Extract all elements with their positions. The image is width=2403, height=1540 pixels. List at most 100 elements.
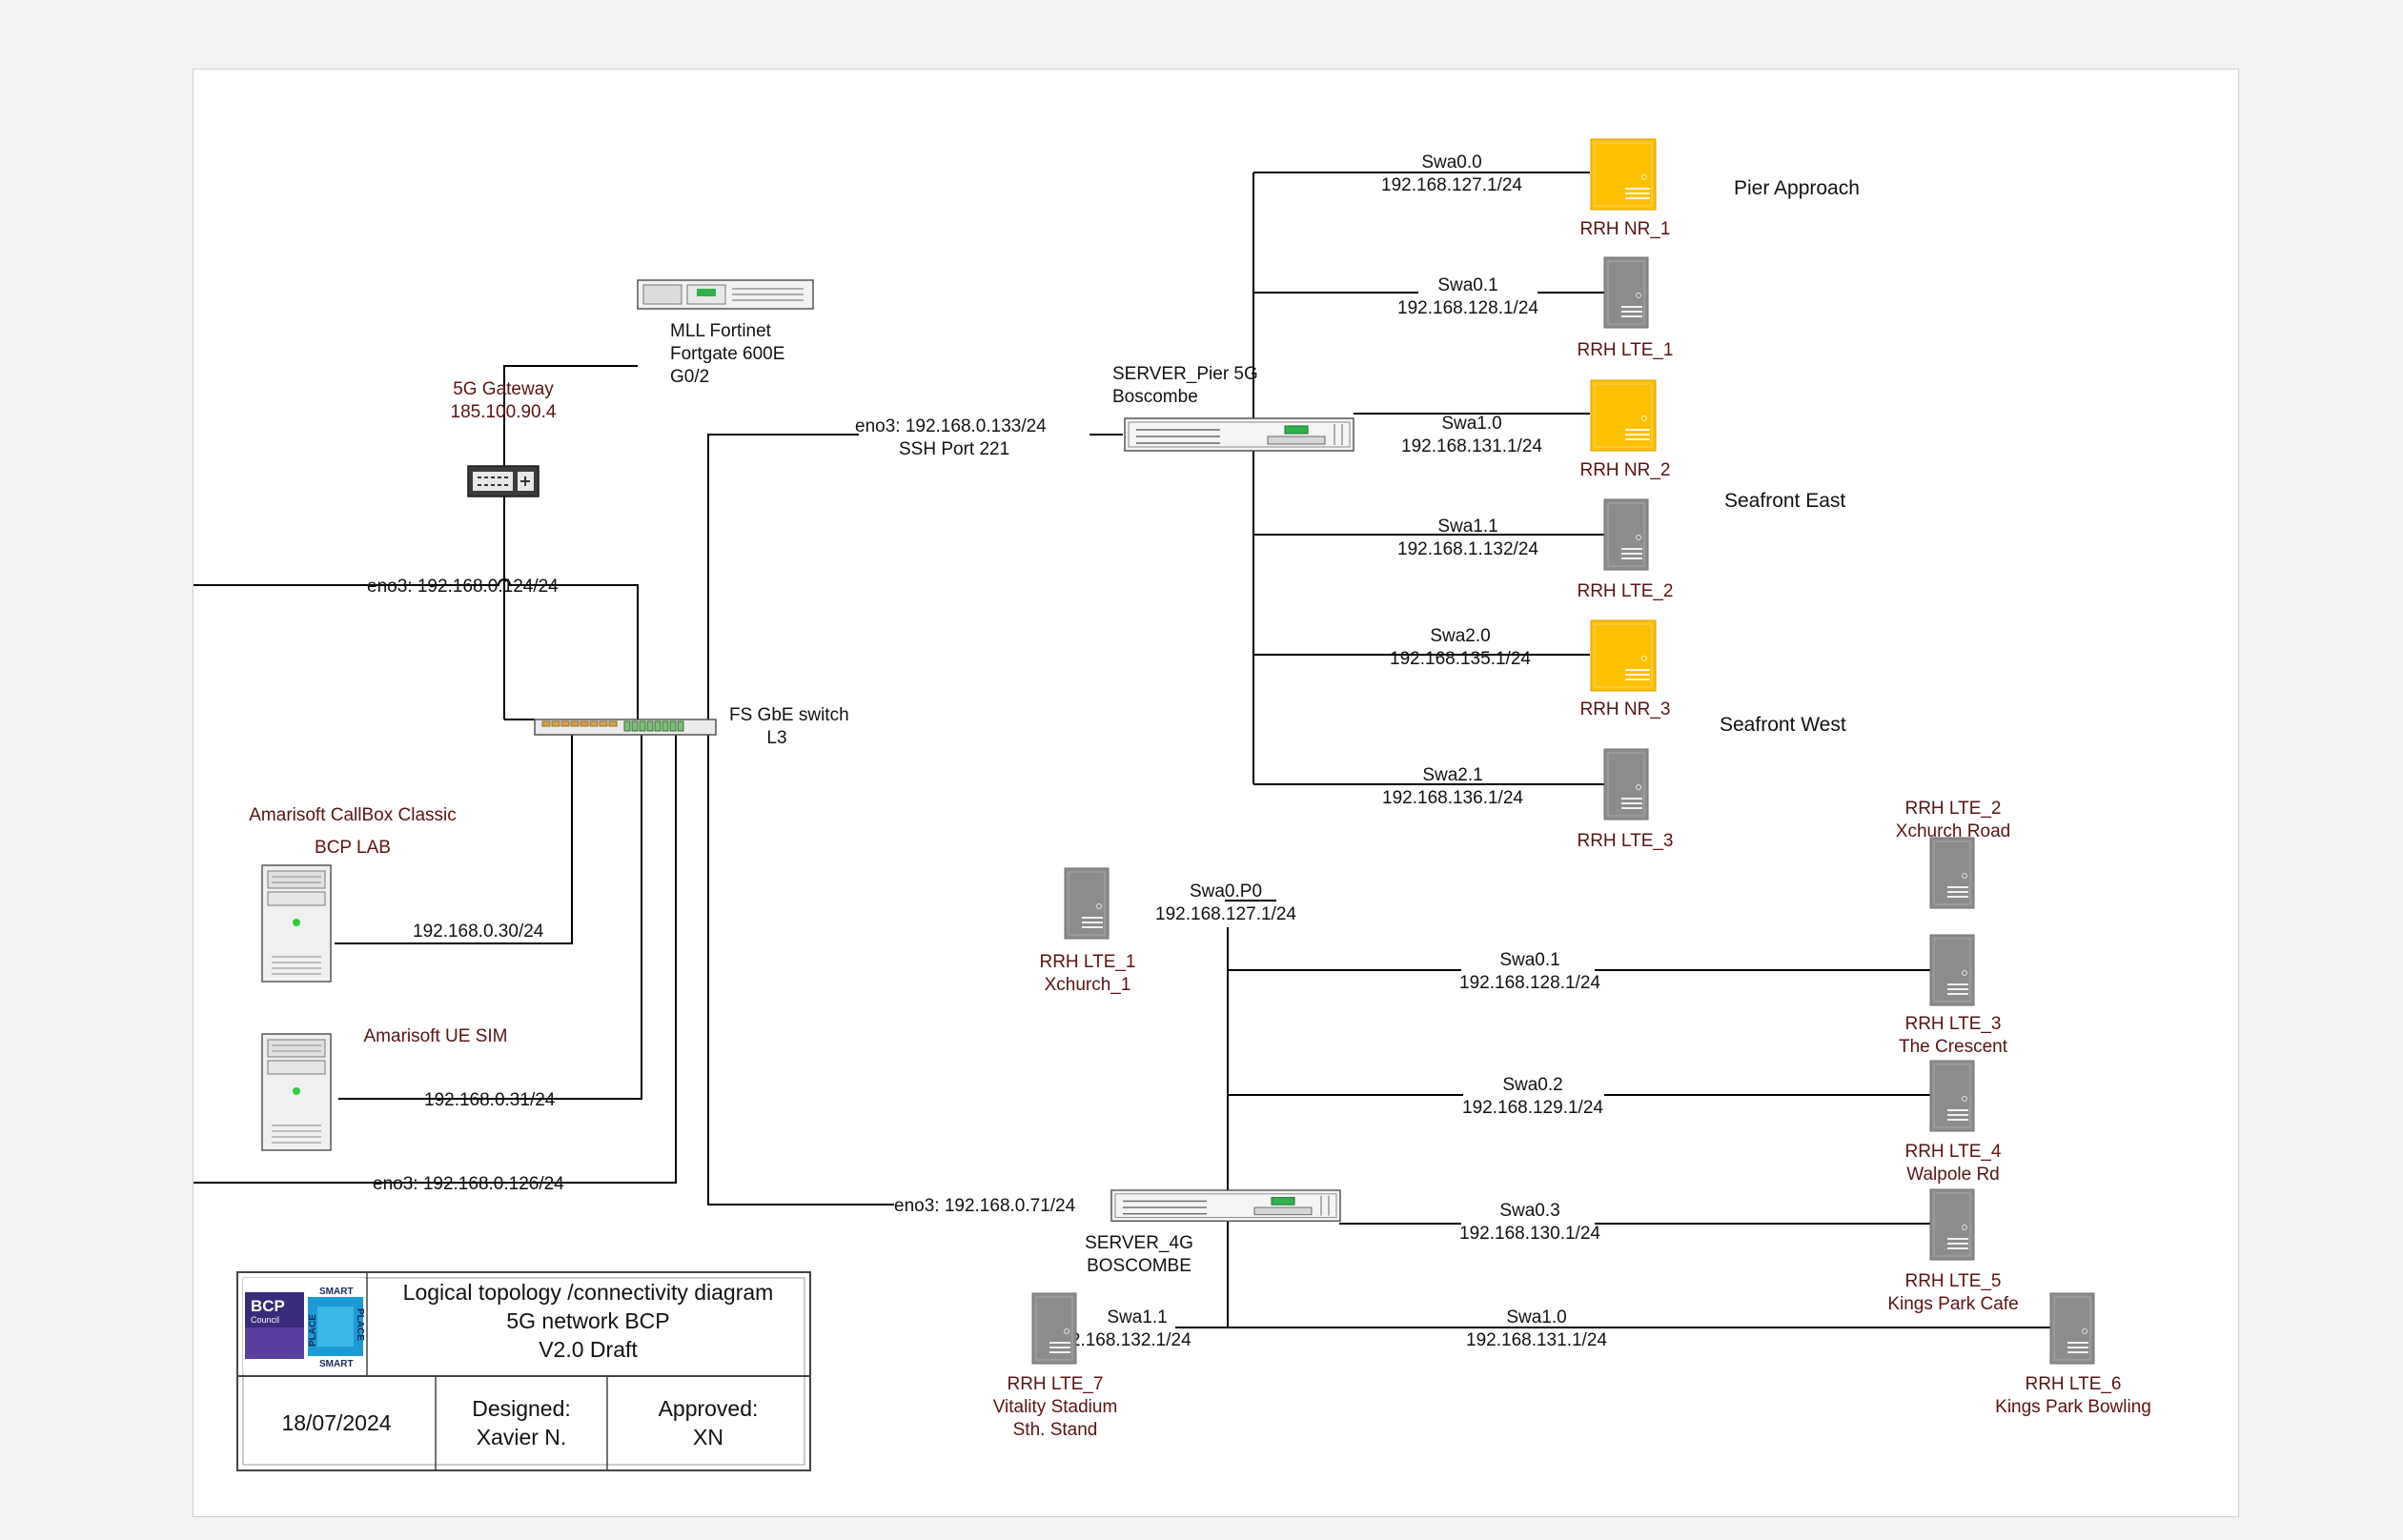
title-line-3: V2.0 Draft: [539, 1337, 638, 1362]
link-eno3-133: eno3: 192.168.0.133/24: [855, 416, 1047, 436]
rrh-vitality-label: Vitality Stadium: [993, 1397, 1118, 1417]
link-eno3-126: eno3: 192.168.0.126/24: [373, 1174, 564, 1194]
rrh-lte-icon: [1603, 498, 1649, 571]
approved-by: XN: [693, 1425, 723, 1449]
branch-5g-5: Swa2.1 192.168.136.1/24 RRH LTE_3: [1382, 748, 1674, 851]
rrh-lte1-label: RRH LTE_1: [1039, 952, 1135, 972]
switch-label-2: L3: [766, 728, 786, 748]
title-block: BCP Council SMART SMART PLACE PLACE Logi…: [236, 1271, 811, 1471]
rrh-kings-cafe-label: Kings Park Cafe: [1887, 1294, 2018, 1314]
designed-by: Xavier N.: [477, 1425, 567, 1449]
callbox-ip: 192.168.0.30/24: [413, 922, 544, 942]
iface-label: Swa2.1: [1422, 765, 1482, 785]
rrh-nr-icon: [1590, 138, 1657, 211]
branch-5g-3: Swa1.1 192.168.1.132/24 RRH LTE_2: [1397, 498, 1674, 601]
iface-label: Swa1.1: [1437, 517, 1497, 537]
rrh-label: RRH NR_2: [1579, 460, 1670, 480]
fs-gbe-switch: [534, 719, 717, 736]
topology-diagram: MLL Fortinet Fortgate 600E G0/2 5G Gatew…: [193, 138, 2151, 1471]
rrh-nr-icon: [1590, 619, 1657, 692]
rrh-lte7-label: RRH LTE_7: [1007, 1374, 1103, 1394]
ip-b1: 192.168.128.1/24: [1459, 973, 1600, 993]
title-line-1: Logical topology /connectivity diagram: [403, 1280, 774, 1305]
switch-label-1: FS GbE switch: [729, 705, 849, 725]
callbox-server: [261, 864, 332, 983]
gateway-router: [467, 465, 540, 497]
rrh-sth-stand-label: Sth. Stand: [1013, 1420, 1098, 1440]
rrh-lte-icon: [1064, 867, 1110, 940]
rrh-lte-icon: [1929, 1188, 1975, 1261]
rrh-label: RRH LTE_2: [1577, 581, 1673, 601]
rrh-lte6-label: RRH LTE_6: [2025, 1374, 2121, 1394]
site-pier-approach: Pier Approach: [1734, 177, 1860, 199]
logo-place-left: PLACE: [308, 1314, 318, 1347]
rrh-label: RRH NR_1: [1579, 219, 1670, 239]
site-seafront-west: Seafront West: [1720, 714, 1846, 736]
server-4g: [1110, 1189, 1341, 1223]
logo-text: BCP: [251, 1297, 285, 1315]
rrh-lte-icon: [1603, 748, 1649, 821]
date: 18/07/2024: [281, 1410, 391, 1435]
uesim-server: [261, 1033, 332, 1151]
approved-label: Approved:: [659, 1396, 759, 1421]
iface-label: Swa0.0: [1421, 152, 1481, 172]
rrh-kings-bowling-label: Kings Park Bowling: [1995, 1397, 2151, 1417]
firewall-label-3: G0/2: [670, 367, 709, 387]
logo-sub: Council: [251, 1315, 279, 1325]
server4g-label-1: SERVER_4G: [1085, 1233, 1193, 1253]
designed-label: Designed:: [472, 1396, 571, 1421]
ip-b5: 92.168.132.1/24: [1060, 1330, 1191, 1350]
ip-label: 192.168.131.1/24: [1401, 436, 1542, 456]
title-line-2: 5G network BCP: [506, 1308, 669, 1333]
iface-b4: Swa1.0: [1506, 1307, 1566, 1327]
rrh-lte5-label: RRH LTE_5: [1904, 1271, 2001, 1291]
iface-b5: Swa1.1: [1107, 1307, 1167, 1327]
logo-smart-bottom: SMART: [319, 1359, 354, 1369]
firewall-label-1: MLL Fortinet: [670, 321, 772, 341]
wires-4g: [1175, 900, 2050, 1328]
logo-place-right: PLACE: [355, 1308, 365, 1341]
callbox-label-1: Amarisoft CallBox Classic: [249, 805, 457, 825]
rrh-lte-icon: [1929, 837, 1975, 909]
rrh-walpole-label: Walpole Rd: [1906, 1165, 2000, 1185]
branch-5g-1: Swa0.1 192.168.128.1/24 RRH LTE_1: [1397, 256, 1674, 360]
iface-label: Swa0.1: [1437, 275, 1497, 295]
rrh-lte-icon: [1929, 1060, 1975, 1132]
bcp-logo: BCP Council SMART SMART PLACE PLACE: [243, 1278, 365, 1373]
branch-5g-0: Swa0.0 192.168.127.1/24 RRH NR_1: [1381, 138, 1671, 239]
diagram-page: MLL Fortinet Fortgate 600E G0/2 5G Gatew…: [193, 69, 2239, 1517]
rrh-lte3-label: RRH LTE_3: [1904, 1014, 2001, 1034]
firewall-label-2: Fortgate 600E: [670, 344, 784, 364]
link-eno3-124: eno3: 192.168.0.124/24: [367, 577, 559, 597]
gateway-title: 5G Gateway: [453, 379, 554, 399]
iface-b2: Swa0.2: [1502, 1075, 1562, 1095]
rrh-nr-icon: [1590, 379, 1657, 452]
rrh-xchurch1-label: Xchurch_1: [1045, 975, 1131, 995]
link-eno3-71: eno3: 192.168.0.71/24: [894, 1196, 1076, 1216]
fortinet-firewall: [637, 279, 814, 310]
gateway-ip: 185.100.90.4: [451, 402, 557, 422]
iface-label: Swa1.0: [1441, 414, 1501, 434]
site-seafront-east: Seafront East: [1724, 490, 1845, 512]
rrh-lte-icon: [1031, 1292, 1077, 1365]
rrh-label: RRH LTE_1: [1577, 340, 1673, 360]
iface-b1: Swa0.1: [1499, 950, 1559, 970]
wires-5g: [1252, 172, 1604, 785]
server-pier-5g: [1124, 417, 1354, 452]
uesim-ip: 192.168.0.31/24: [424, 1090, 556, 1110]
rrh-lte-icon: [1929, 934, 1975, 1006]
ip-b4: 192.168.131.1/24: [1466, 1330, 1607, 1350]
callbox-label-2: BCP LAB: [315, 838, 391, 858]
rrh-lte-icon: [1603, 256, 1649, 329]
ip-label: 192.168.128.1/24: [1397, 298, 1538, 318]
iface-b3: Swa0.3: [1499, 1201, 1559, 1221]
link-ssh-port: SSH Port 221: [899, 439, 1009, 459]
ip-label: 192.168.136.1/24: [1382, 788, 1523, 808]
ip-label: 192.168.1.132/24: [1397, 539, 1538, 559]
logo-smart-top: SMART: [319, 1287, 354, 1297]
rrh-crescent-label: The Crescent: [1899, 1037, 2008, 1057]
branch-5g-2: Swa1.0 192.168.131.1/24 RRH NR_2: [1401, 379, 1671, 480]
ip-b3: 192.168.130.1/24: [1459, 1224, 1600, 1244]
rrh-lte4-label: RRH LTE_4: [1904, 1142, 2001, 1162]
left-wires: [193, 365, 1123, 1206]
